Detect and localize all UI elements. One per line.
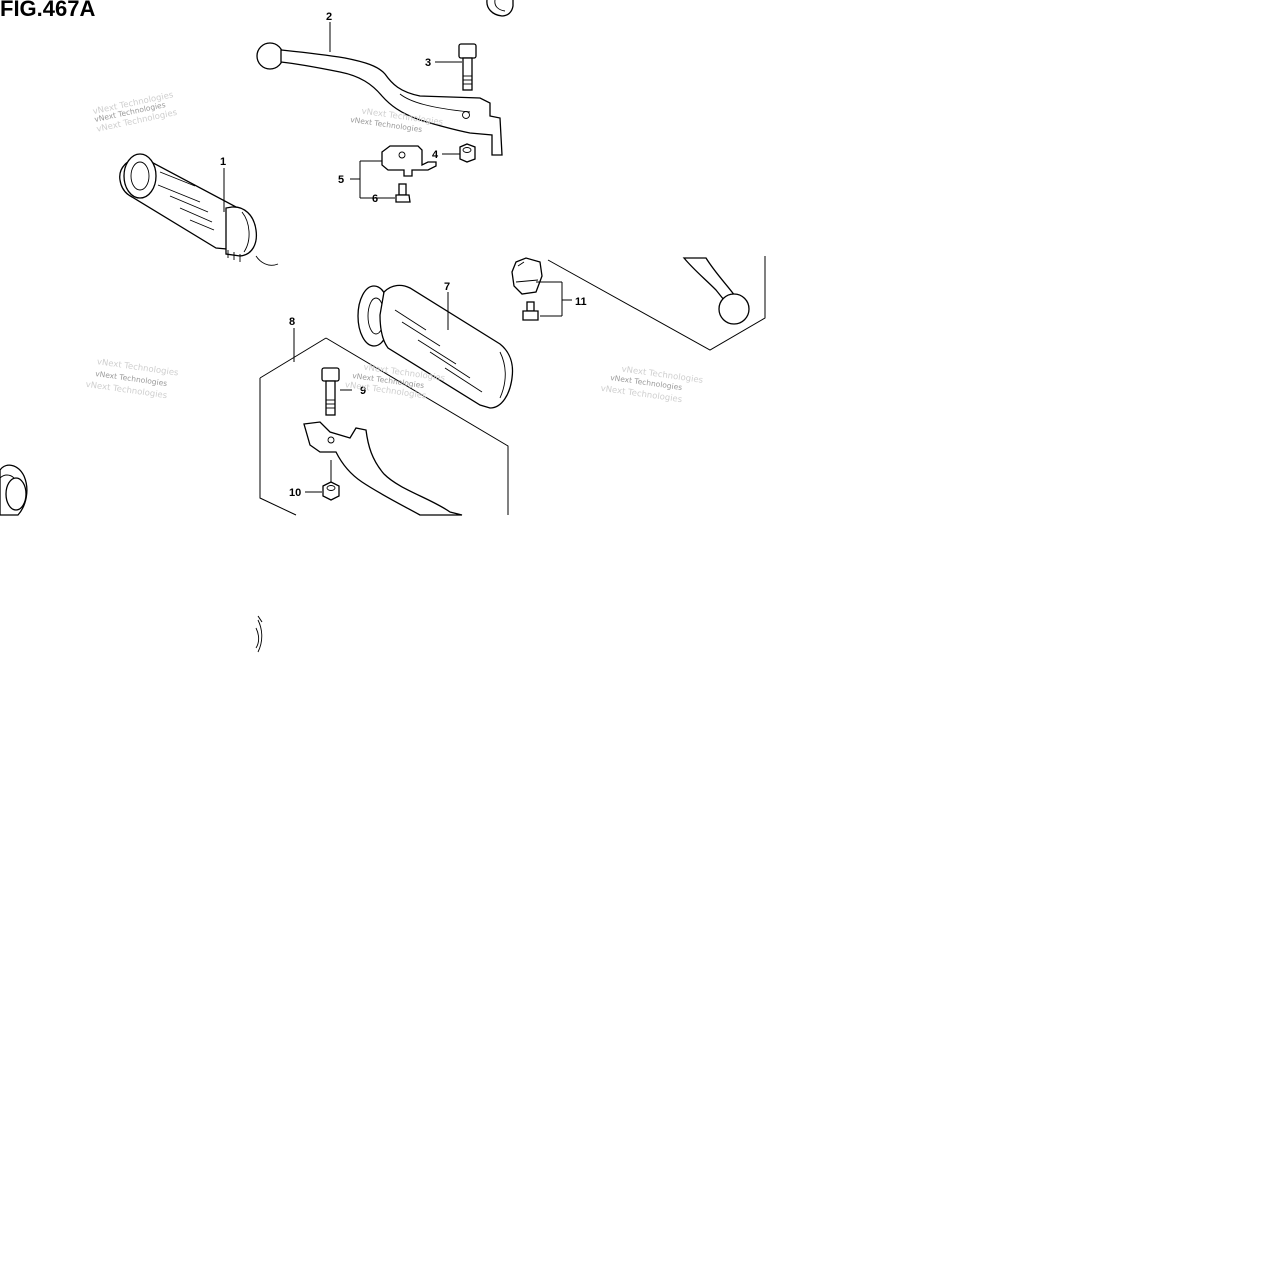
watermark-1: vNext Technologies vNext Technologies vN… <box>92 90 179 135</box>
right-lever-frame <box>547 256 766 351</box>
callout-7: 7 <box>444 281 450 293</box>
callout-1: 1 <box>220 156 226 168</box>
figure-title: FIG.467A <box>0 0 96 21</box>
callout-4: 4 <box>432 149 439 161</box>
callout-10: 10 <box>289 487 301 499</box>
partial-part-bottom <box>255 615 263 653</box>
callout-2: 2 <box>326 11 332 23</box>
nut-part-4 <box>442 143 476 163</box>
brake-switch-part-5 <box>350 145 437 199</box>
clutch-lever-assembly-part-8 <box>259 328 509 516</box>
handlebar-grip-part-1 <box>119 153 279 266</box>
pivot-bolt-part-3 <box>435 43 477 91</box>
callout-8: 8 <box>289 316 295 328</box>
callout-6: 6 <box>372 193 378 205</box>
callout-5: 5 <box>338 174 344 186</box>
partial-part-top <box>486 0 514 17</box>
screw-part-6 <box>395 183 411 203</box>
clutch-switch-part-11 <box>511 257 572 321</box>
callout-11: 11 <box>575 296 587 308</box>
watermark-3: vNext Technologies vNext Technologies vN… <box>85 357 180 401</box>
callout-9: 9 <box>360 385 366 397</box>
partial-part-left <box>0 464 28 516</box>
callout-3: 3 <box>425 57 431 69</box>
handlebar-grip-part-7 <box>357 284 514 409</box>
brake-lever-part-2 <box>256 22 503 156</box>
watermark-5: vNext Technologies vNext Technologies vN… <box>600 365 704 406</box>
